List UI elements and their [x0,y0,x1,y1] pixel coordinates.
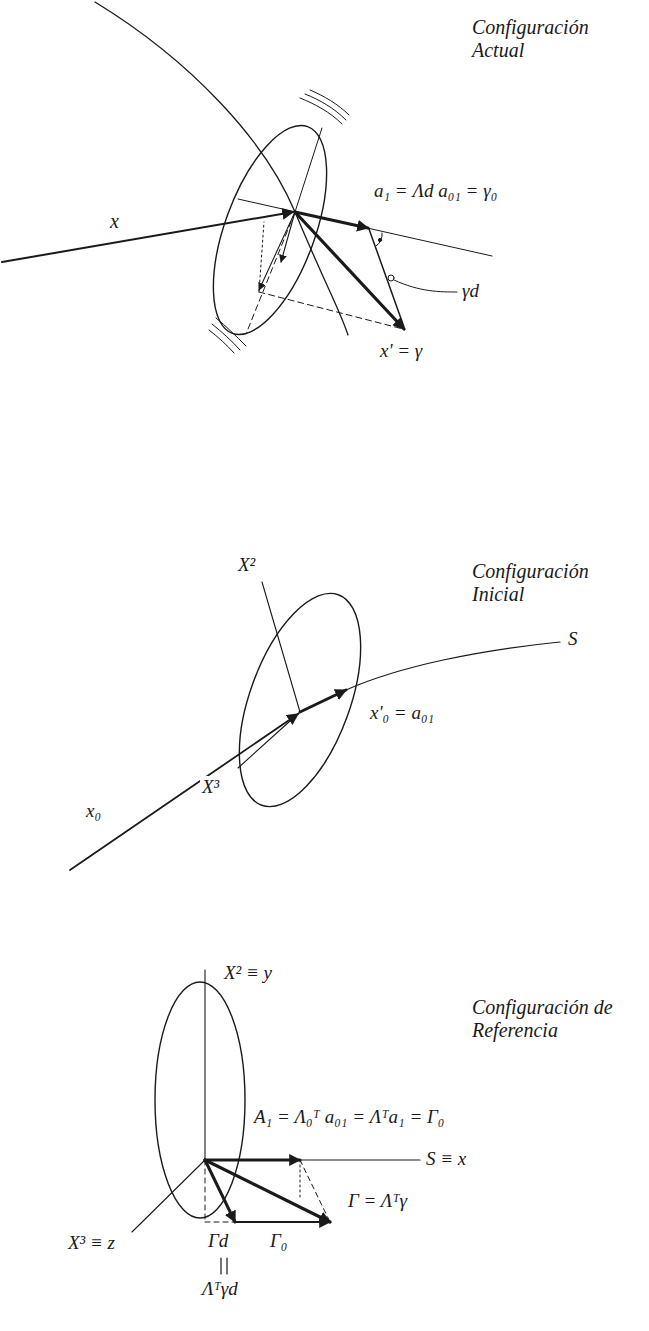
dashed-parallelogram [259,292,403,329]
component-arrow [259,212,295,290]
equals-mark [226,1258,227,1274]
derivative-vector [295,212,404,329]
cross-section [190,111,350,349]
right-angle-dot [378,238,381,241]
position-vector [2,212,293,262]
dashed-box [300,1160,330,1222]
vector-equation: x' = γ [378,340,424,362]
tangent-vector [205,1158,300,1161]
axis-label: X² ≡ y [222,962,274,984]
beam-axis-curve [95,2,348,335]
axis-x [205,1159,420,1160]
vector-label: x [108,210,121,233]
vector-label: x₀ [84,800,103,822]
leader-dot [388,275,394,281]
dotted-projection [259,222,264,292]
curve-label: S [566,628,580,650]
right-angle-mark [376,233,382,246]
shear-vector [369,229,404,327]
configuration-title: Configuración Actual [470,16,624,62]
equals-mark [220,1258,221,1274]
configuration-title: Configuración Inicial [470,560,624,606]
cross-section [215,578,386,823]
vector-equation: A₁ = Λ₀ᵀ a₀₁ = Λᵀa₁ = Γ₀ [252,1106,446,1128]
axis-y [204,970,205,1160]
hatching [209,90,349,353]
reference-curve [346,642,560,690]
dashed-box [205,1160,206,1222]
dashed-box [205,1222,235,1223]
vector-label: γd [460,280,481,302]
vector-label: Γ₀ [268,1230,289,1252]
axis-label: X² [236,554,257,576]
configuration-title: Configuración de Referencia [470,996,624,1042]
leader-line [394,280,457,292]
vector-label: Γd [206,1230,230,1252]
vector-equation: Λᵀγd [200,1278,240,1300]
axis-label: X³ [200,776,221,798]
vector-equation: Γ = Λᵀγ [346,1190,409,1212]
tangent-vector [300,690,346,712]
dashed-box [300,1160,301,1200]
position-vector [70,714,298,870]
derivative-vector [205,1160,330,1222]
axis-label: X³ ≡ z [66,1232,117,1254]
axis-x3 [238,712,300,768]
section-axis [295,128,322,212]
axis-x2 [262,582,300,712]
vector-equation: a₁ = Λd a₀₁ = γ₀ [372,180,499,202]
section-axis-dashed [246,212,295,334]
cross-section [155,982,245,1218]
axis-z [132,1160,205,1232]
shear-vector [205,1160,235,1222]
vector-equation: x'₀ = a₀₁ [368,702,436,724]
tangent-line [238,199,492,256]
axis-label: S ≡ x [424,1148,468,1170]
gamma0-vector [236,1221,330,1223]
